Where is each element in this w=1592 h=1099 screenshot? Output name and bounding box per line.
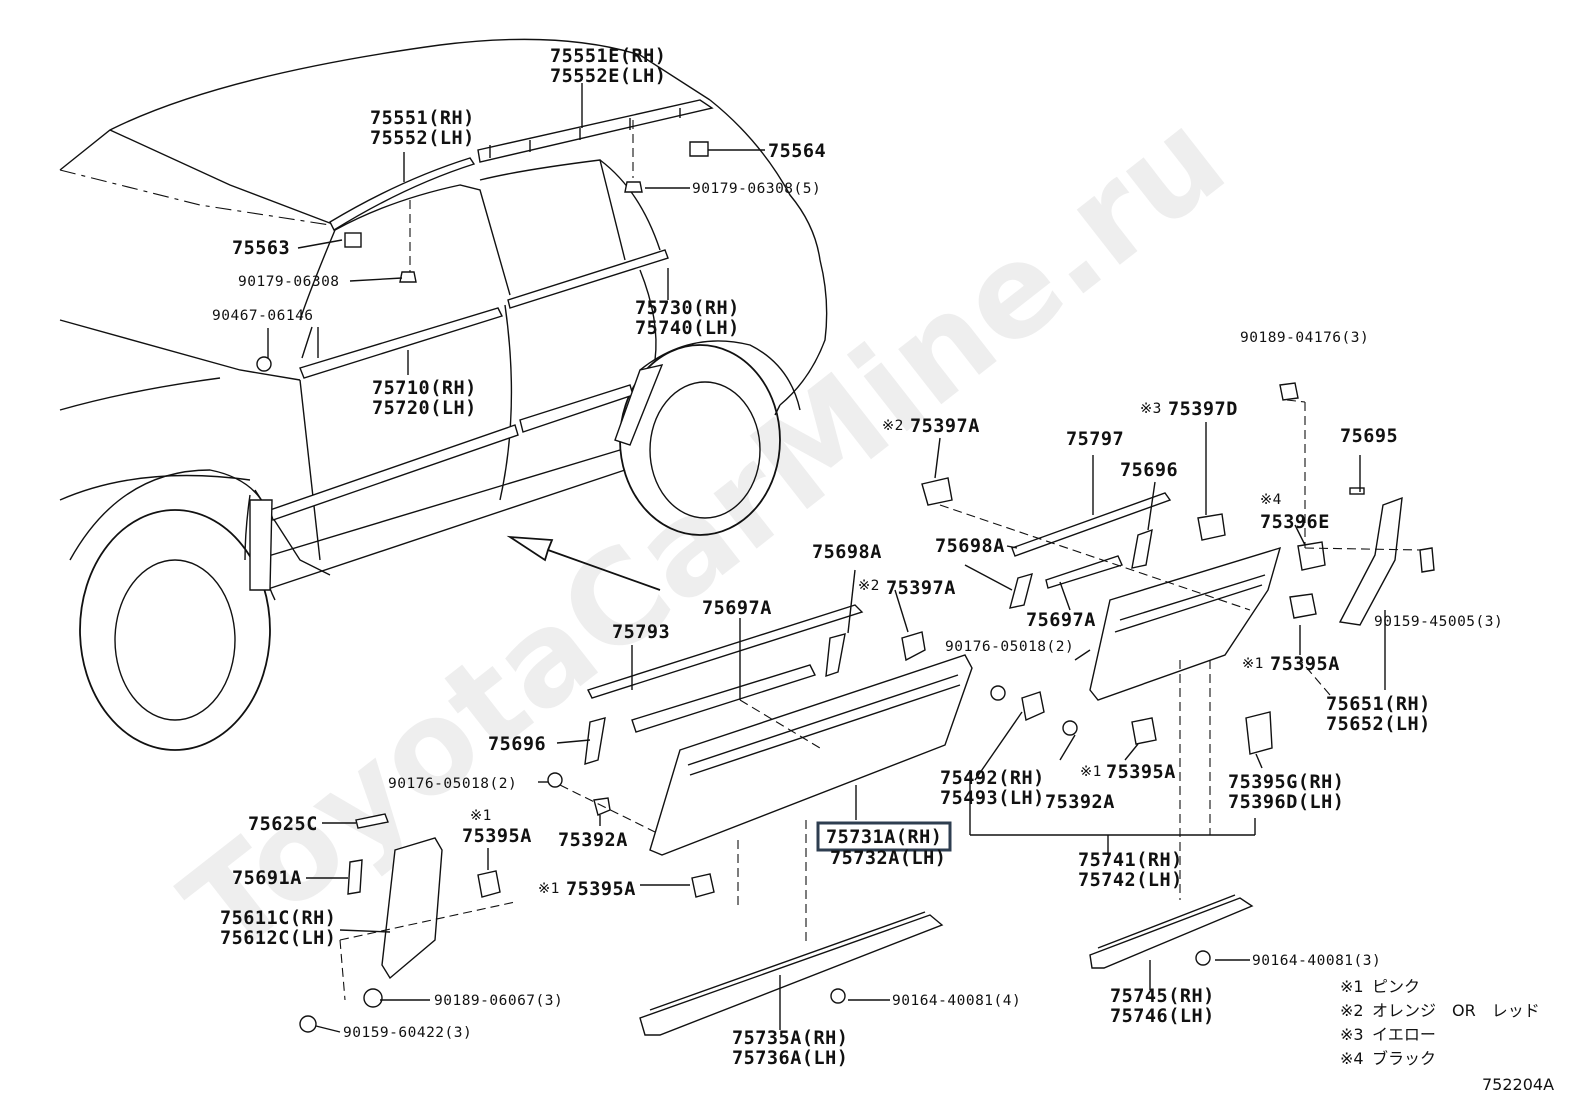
- label-75652: 75652(LH): [1326, 714, 1431, 735]
- label-75691a: 75691A: [232, 868, 302, 889]
- label-75395a-low: 75395A: [566, 879, 636, 900]
- label-75563: 75563: [232, 238, 290, 259]
- label-75698a: 75698A: [812, 542, 882, 563]
- label-75697a: 75697A: [702, 598, 772, 619]
- label-75564: 75564: [768, 141, 826, 162]
- legend-mark-2: ※2: [1340, 1001, 1364, 1020]
- label-75395a-left: 75395A: [462, 826, 532, 847]
- label-90164-40081: 90164-40081(4): [892, 993, 1021, 1009]
- mark-75395a-low: ※1: [538, 881, 560, 897]
- label-75740: 75740(LH): [635, 318, 740, 339]
- label-75710: 75710(RH): [372, 378, 477, 399]
- label-75397d: 75397D: [1168, 399, 1238, 420]
- label-75611c: 75611C(RH): [220, 908, 336, 929]
- label-75395g: 75395G(RH): [1228, 772, 1344, 793]
- label-75696-top: 75696: [1120, 460, 1178, 481]
- label-75736a: 75736A(LH): [732, 1048, 848, 1069]
- label-90176-05018-top: 90176-05018(2): [945, 639, 1074, 655]
- mark-75395a-right: ※1: [1242, 656, 1264, 672]
- label-90164-40081-r: 90164-40081(3): [1252, 953, 1381, 969]
- legend-text-3: イエロー: [1372, 1025, 1436, 1044]
- leader-lines-exploded: [306, 399, 1421, 1033]
- label-75695: 75695: [1340, 426, 1398, 447]
- legend-text-2: オレンジ OR レッド: [1372, 1001, 1540, 1020]
- direction-arrow: [506, 535, 661, 591]
- legend-mark-1: ※1: [1340, 977, 1364, 996]
- label-90179-06308: 90179-06308: [238, 274, 340, 290]
- vehicle-mouldings: [249, 99, 714, 591]
- label-90176-05018: 90176-05018(2): [388, 776, 517, 792]
- diagram-code: 752204A: [1482, 1075, 1554, 1094]
- label-90159-60422: 90159-60422(3): [343, 1025, 472, 1041]
- label-75395a-right: 75395A: [1270, 654, 1340, 675]
- label-75731a: 75731A(RH): [826, 827, 942, 848]
- label-75552e: 75552E(LH): [550, 66, 666, 87]
- label-90179-06308-5: 90179-06308(5): [692, 181, 821, 197]
- legend-mark-3: ※3: [1340, 1025, 1364, 1044]
- label-75397a-mid: 75397A: [886, 578, 956, 599]
- label-75742: 75742(LH): [1078, 870, 1183, 891]
- label-90159-45005: 90159-45005(3): [1374, 614, 1503, 630]
- label-75730: 75730(RH): [635, 298, 740, 319]
- highlight-75731a: [816, 821, 952, 852]
- label-75397a-top: 75397A: [910, 416, 980, 437]
- mark-75395a-mid: ※1: [1080, 764, 1102, 780]
- label-75612c: 75612C(LH): [220, 928, 336, 949]
- label-75720: 75720(LH): [372, 398, 477, 419]
- legend-mark-4: ※4: [1340, 1049, 1364, 1068]
- label-90189-04176: 90189-04176(3): [1240, 330, 1369, 346]
- mark-75395a-left: ※1: [470, 808, 492, 824]
- label-75735a: 75735A(RH): [732, 1028, 848, 1049]
- label-75741: 75741(RH): [1078, 850, 1183, 871]
- part-labels: 75551E(RH) 75552E(LH) 75551(RH) 75552(LH…: [212, 46, 1503, 1069]
- label-75696: 75696: [488, 734, 546, 755]
- label-75746: 75746(LH): [1110, 1006, 1215, 1027]
- legend-text-4: ブラック: [1372, 1049, 1436, 1068]
- label-75551e: 75551E(RH): [550, 46, 666, 67]
- label-90189-06067: 90189-06067(3): [434, 993, 563, 1009]
- label-75732a: 75732A(LH): [830, 848, 946, 869]
- label-75551: 75551(RH): [370, 108, 475, 129]
- label-75396e: 75396E: [1260, 512, 1330, 533]
- label-75552: 75552(LH): [370, 128, 475, 149]
- mark-75396e: ※4: [1260, 492, 1282, 508]
- mark-75397a-top: ※2: [882, 418, 904, 434]
- label-75392a: 75392A: [558, 830, 628, 851]
- color-legend: ※1 ピンク ※2 オレンジ OR レッド ※3 イエロー ※4 ブラック: [1340, 977, 1540, 1068]
- label-75493: 75493(LH): [940, 788, 1045, 809]
- exploded-parts: [299, 382, 1435, 1036]
- label-75395a-mid: 75395A: [1106, 762, 1176, 783]
- label-75697a-mid: 75697A: [1026, 610, 1096, 631]
- label-75492: 75492(RH): [940, 768, 1045, 789]
- label-75651: 75651(RH): [1326, 694, 1431, 715]
- label-75745: 75745(RH): [1110, 986, 1215, 1007]
- label-75698a-mid: 75698A: [935, 536, 1005, 557]
- legend-text-1: ピンク: [1372, 977, 1420, 996]
- label-75797: 75797: [1066, 429, 1124, 450]
- mark-75397a-mid: ※2: [858, 578, 880, 594]
- label-75793: 75793: [612, 622, 670, 643]
- label-75625c: 75625C: [248, 814, 318, 835]
- label-75392a-right: 75392A: [1045, 792, 1115, 813]
- leader-lines-top: [267, 83, 765, 375]
- mark-75397d: ※3: [1140, 401, 1162, 417]
- label-75396d: 75396D(LH): [1228, 792, 1344, 813]
- label-90467-06146: 90467-06146: [212, 308, 314, 324]
